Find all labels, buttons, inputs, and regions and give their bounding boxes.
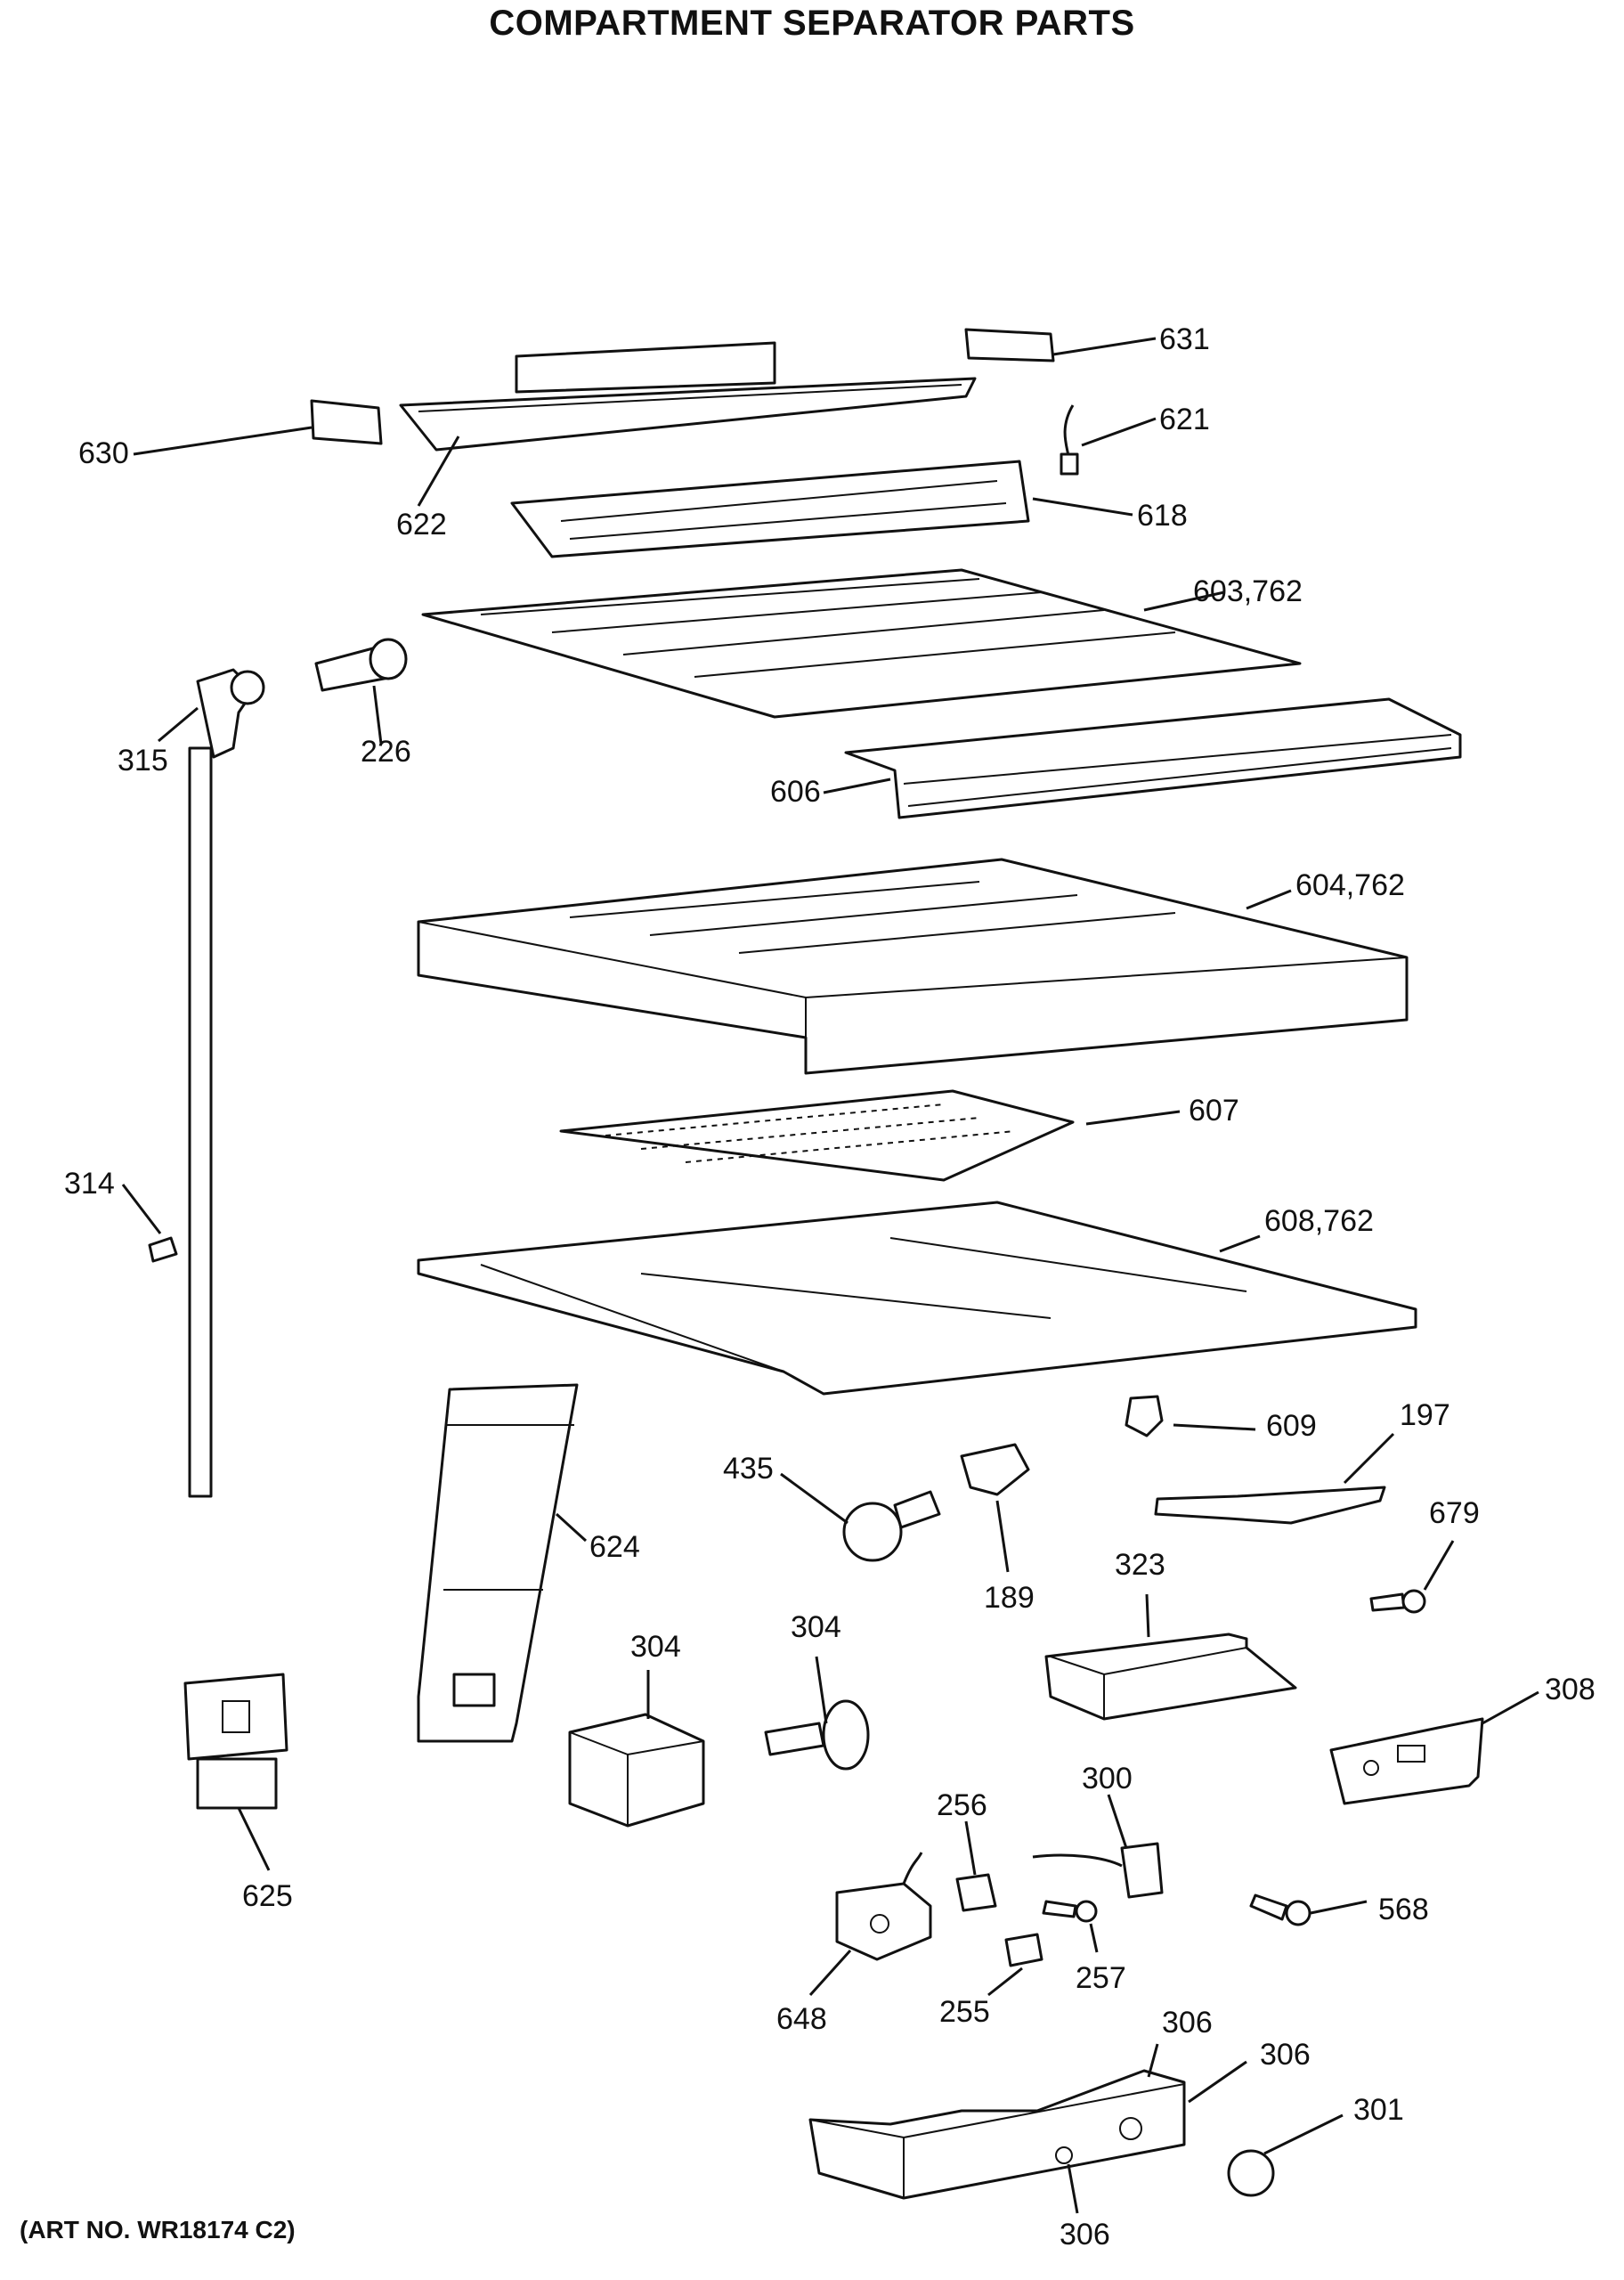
part-256 [955,1873,997,1912]
label-631: 631 [1159,322,1210,356]
leader-lines [121,337,1539,2214]
part-622 [399,341,977,452]
part-648 [835,1852,932,1961]
label-304-knob: 304 [791,1610,841,1644]
label-257: 257 [1076,1961,1126,1995]
part-618 [510,460,1030,558]
part-435 [842,1490,941,1562]
label-608-762: 608,762 [1264,1204,1374,1238]
label-315: 315 [118,744,168,778]
label-306-right: 306 [1260,2038,1311,2072]
label-435: 435 [723,1452,774,1486]
part-625 [183,1673,288,1810]
art-number: (ART NO. WR18174 C2) [20,2216,296,2243]
label-314: 314 [64,1167,115,1201]
label-609: 609 [1266,1409,1317,1443]
part-608 [417,1201,1417,1396]
label-308: 308 [1545,1673,1596,1706]
label-255: 255 [939,1995,990,2029]
label-606: 606 [770,775,821,809]
part-604 [417,858,1409,1075]
part-301 [1227,2149,1275,2197]
label-679: 679 [1429,1496,1480,1530]
label-622: 622 [396,508,447,542]
part-314 [148,1236,178,1263]
part-304-knob [764,1699,870,1771]
part-315-rod [188,668,265,1498]
part-255 [1004,1933,1043,1967]
part-306-bracket [808,2069,1186,2200]
label-603-762: 603,762 [1193,574,1303,608]
part-603 [421,568,1302,719]
part-621 [1060,404,1079,476]
label-306-bottom: 306 [1060,2218,1110,2252]
label-304-block: 304 [630,1630,681,1664]
diagram-title: COMPARTMENT SEPARATOR PARTS [489,4,1135,43]
label-306-top: 306 [1162,2006,1213,2040]
label-625: 625 [242,1879,293,1913]
part-607 [559,1089,1075,1182]
label-189: 189 [984,1581,1035,1615]
part-679 [1369,1589,1426,1614]
label-256: 256 [937,1788,987,1822]
part-300 [1032,1842,1164,1899]
part-609 [1125,1395,1164,1437]
part-624 [417,1383,579,1743]
label-226: 226 [361,735,411,769]
part-197 [1154,1486,1386,1525]
part-630 [310,399,383,445]
label-607: 607 [1189,1094,1239,1128]
part-257 [1042,1900,1098,1923]
label-197: 197 [1400,1398,1450,1432]
part-189 [960,1443,1030,1496]
label-648: 648 [776,2002,827,2036]
label-300: 300 [1082,1762,1133,1796]
label-604-762: 604,762 [1295,868,1405,902]
part-631 [964,328,1055,362]
part-323 [1044,1633,1297,1721]
label-621: 621 [1159,403,1210,436]
label-618: 618 [1137,499,1188,533]
label-568: 568 [1378,1893,1429,1926]
label-323: 323 [1115,1548,1165,1582]
part-568 [1249,1893,1311,1926]
part-308 [1329,1717,1484,1805]
label-624: 624 [589,1530,640,1564]
part-labels: 631 630 621 622 618 603,762 315 226 606 … [64,322,1596,2252]
label-630: 630 [78,436,129,470]
part-304-block [568,1713,705,1828]
part-226 [314,638,408,692]
part-606 [844,697,1462,819]
label-301: 301 [1353,2093,1404,2127]
